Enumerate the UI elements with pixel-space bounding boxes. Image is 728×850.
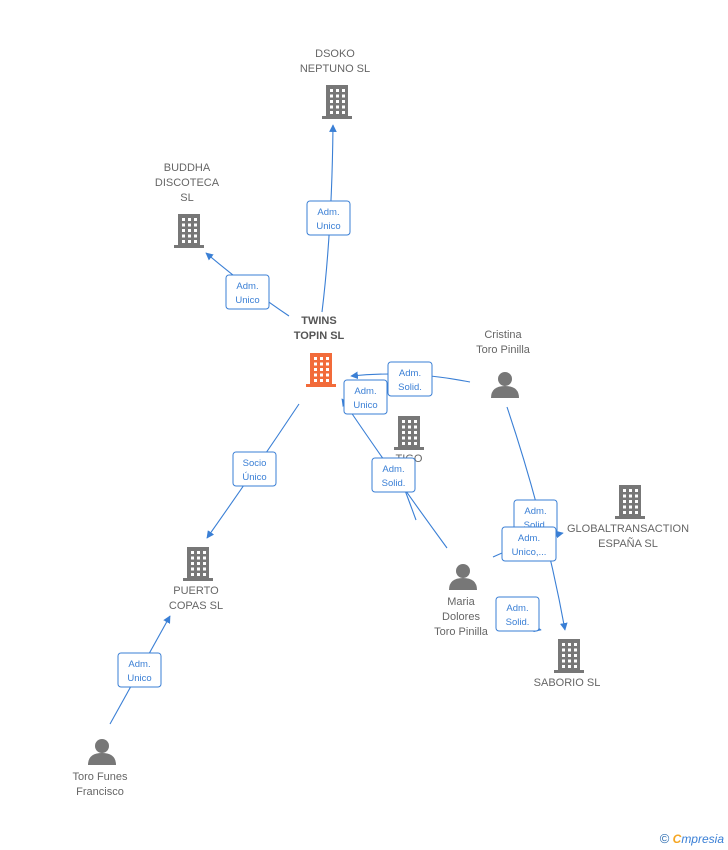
node-label-line: GLOBALTRANSACTION bbox=[567, 523, 689, 535]
relation-text-line: Adm. bbox=[518, 533, 540, 544]
relation-text-line: Solid. bbox=[398, 382, 422, 393]
relation-text-line: Solid. bbox=[524, 520, 548, 531]
relation-text-line: Solid. bbox=[506, 617, 530, 628]
relation-text-line: Solid. bbox=[382, 478, 406, 489]
node-label-line: Cristina bbox=[484, 329, 522, 341]
node-label-puerto[interactable]: PUERTO COPAS SL bbox=[169, 585, 223, 612]
relation-text: Adm. Solid. bbox=[382, 464, 406, 489]
relation-label[interactable]: Adm. Unico bbox=[117, 652, 162, 688]
person-icon[interactable] bbox=[449, 564, 477, 590]
building-icon[interactable] bbox=[174, 214, 204, 248]
relation-text-line: Adm. bbox=[128, 659, 150, 670]
relation-text: Adm. Unico bbox=[353, 386, 377, 411]
node-label-line: TOPIN SL bbox=[294, 330, 345, 342]
relation-text-line: Adm. bbox=[382, 464, 404, 475]
relation-label[interactable]: Adm. Unico,... bbox=[501, 526, 557, 562]
relation-text-line: Adm. bbox=[236, 281, 258, 292]
node-label-saborio[interactable]: SABORIO SL bbox=[534, 677, 601, 689]
node-label-twins[interactable]: TWINS TOPIN SL bbox=[294, 315, 345, 342]
relation-text-line: Unico bbox=[353, 400, 377, 411]
relation-text: Adm. Solid. bbox=[506, 603, 530, 628]
relation-text: Adm. Solid. bbox=[524, 506, 548, 531]
relation-text-line: Adm. bbox=[399, 368, 421, 379]
relation-text: Adm. Solid. bbox=[398, 368, 422, 393]
building-icon[interactable] bbox=[183, 547, 213, 581]
node-label-line: Toro Pinilla bbox=[434, 626, 489, 638]
brand-initial: C bbox=[672, 832, 682, 846]
node-label-line: Maria bbox=[447, 596, 475, 608]
relation-text-line: Unico bbox=[127, 673, 151, 684]
relation-text-line: Único bbox=[242, 472, 266, 483]
node-label-line: Dolores bbox=[442, 611, 480, 623]
building-icon[interactable] bbox=[322, 85, 352, 119]
relation-label[interactable]: Adm. Solid. bbox=[387, 361, 433, 397]
relation-text: Adm. Unico bbox=[127, 659, 151, 684]
relation-text-line: Unico,... bbox=[512, 547, 547, 558]
brand-name: mpresia bbox=[681, 832, 724, 846]
relation-label[interactable]: Adm. Unico bbox=[343, 379, 388, 415]
building-icon[interactable] bbox=[554, 639, 584, 673]
building-icon-focus[interactable] bbox=[306, 353, 336, 387]
node-label-line: Toro Funes bbox=[72, 771, 128, 783]
node-label-line: DSOKO bbox=[315, 48, 355, 60]
copyright-symbol: © bbox=[659, 831, 670, 846]
person-icon[interactable] bbox=[491, 372, 519, 398]
node-label-line: BUDDHA bbox=[164, 162, 211, 174]
relation-label[interactable]: Adm. Unico bbox=[306, 200, 351, 236]
relation-label[interactable]: Adm. Solid. bbox=[371, 457, 416, 493]
node-label-line: Toro Pinilla bbox=[476, 344, 531, 356]
node-label-dsoko[interactable]: DSOKO NEPTUNO SL bbox=[300, 48, 370, 75]
relation-text-line: Adm. bbox=[524, 506, 546, 517]
node-label-line: SL bbox=[180, 192, 193, 204]
node-label-global[interactable]: GLOBALTRANSACTION ESPAÑA SL bbox=[567, 523, 689, 550]
node-label-buddha[interactable]: BUDDHA DISCOTECA SL bbox=[155, 162, 220, 204]
relation-text-line: Adm. bbox=[317, 207, 339, 218]
node-label-line: TWINS bbox=[301, 315, 336, 327]
empresia-watermark: © Cmpresia bbox=[660, 831, 724, 846]
relation-text-line: Adm. bbox=[354, 386, 376, 397]
relation-text-line: Adm. bbox=[506, 603, 528, 614]
node-label-line: COPAS SL bbox=[169, 600, 223, 612]
relation-text-line: Unico bbox=[316, 221, 340, 232]
relation-text: Adm. Unico bbox=[316, 207, 340, 232]
relation-text-line: Unico bbox=[235, 295, 259, 306]
relation-label[interactable]: Adm. Solid. bbox=[495, 596, 540, 632]
relation-label[interactable]: Adm. Solid. bbox=[513, 499, 558, 535]
node-label-line: ESPAÑA SL bbox=[598, 537, 658, 550]
building-icon[interactable] bbox=[394, 416, 424, 450]
node-label-line: SABORIO SL bbox=[534, 677, 601, 689]
building-icon[interactable] bbox=[615, 485, 645, 519]
relation-text: Adm. Unico,... bbox=[512, 533, 547, 558]
person-icon[interactable] bbox=[88, 739, 116, 765]
node-label-line: Francisco bbox=[76, 786, 124, 798]
relation-text: Adm. Unico bbox=[235, 281, 259, 306]
relation-text-line: Socio bbox=[243, 458, 267, 469]
relation-label[interactable]: Adm. Unico bbox=[225, 274, 270, 310]
node-label-line: PUERTO bbox=[173, 585, 219, 597]
node-label-line: NEPTUNO SL bbox=[300, 63, 370, 75]
node-label-line: DISCOTECA bbox=[155, 177, 220, 189]
